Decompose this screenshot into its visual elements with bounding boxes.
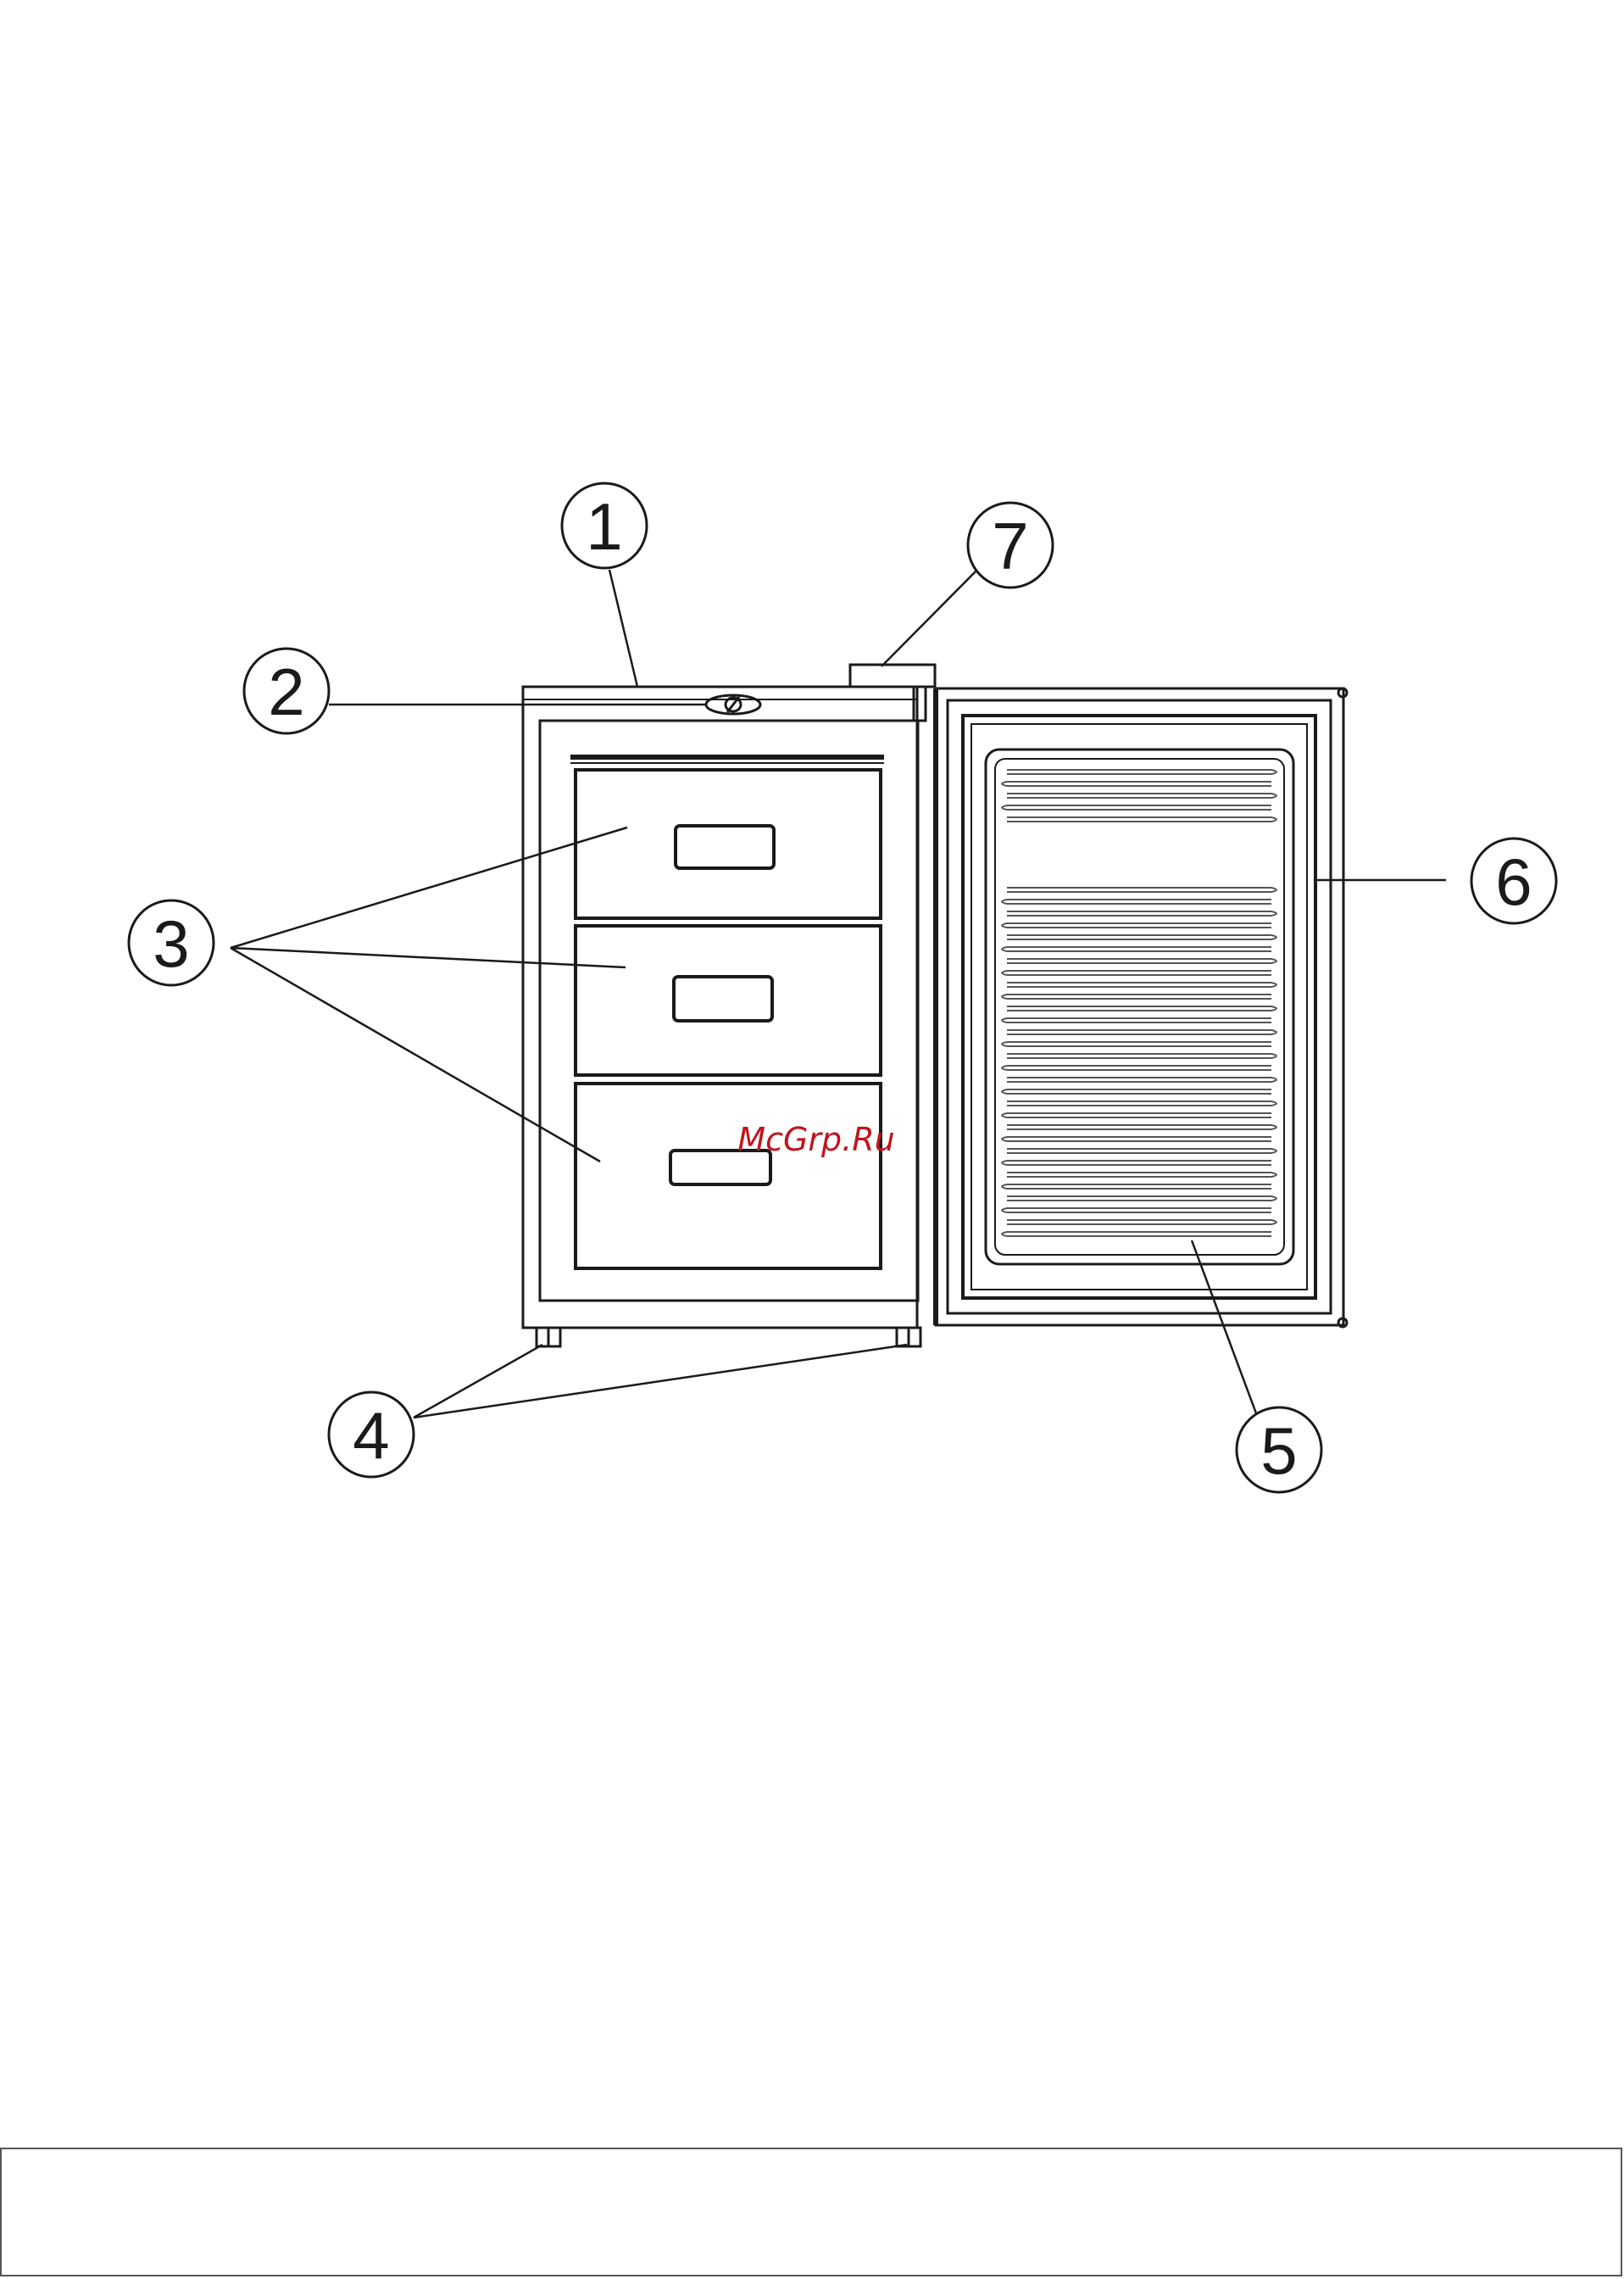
callout-1: 1 [562,483,647,568]
coil-bend [1271,1173,1276,1177]
callout-7-label: 7 [992,509,1028,583]
drawer-bottom [576,1084,881,1268]
coil-bend [1002,782,1007,786]
coil-bend [1271,1030,1276,1034]
coil-bend [1271,1054,1276,1058]
coil-bend [1002,1113,1007,1117]
leader-1 [609,570,637,687]
callout-3: 3 [129,900,214,985]
coil-bend [1002,1137,1007,1141]
coil-bend [1002,971,1007,975]
coil-bend [1271,1006,1276,1011]
coil-bend [1002,1208,1007,1212]
drawer-top [576,770,881,918]
leader-3c [231,948,600,1162]
door-hinge [850,665,935,721]
callout-1-label: 1 [586,489,622,564]
drawer-middle [576,926,881,1075]
coil-bend [1271,983,1276,987]
coil-bend [1002,1161,1007,1165]
coil-bend [1271,959,1276,963]
callout-6-label: 6 [1495,844,1532,919]
coil-bend [1002,1089,1007,1094]
coil-bend [1002,1042,1007,1046]
leader-5 [1192,1240,1256,1413]
coil-bend [1002,1066,1007,1070]
leader-7 [882,571,976,666]
leader-3a [231,827,627,948]
coil-bend [1271,1125,1276,1129]
watermark-text: McGrp.Ru [737,1121,894,1158]
leader-3b [231,948,626,967]
freezer-cabinet [523,687,918,1328]
adjustable-feet [537,1328,920,1346]
control-knob [706,695,760,714]
coil-bend [1271,911,1276,916]
coil-bend [1002,947,1007,951]
callout-4: 4 [329,1392,414,1477]
coil-bend [1002,1232,1007,1236]
callout-3-label: 3 [153,906,189,981]
callout-2: 2 [244,649,329,733]
callout-7: 7 [968,503,1053,588]
leader-4b [414,1345,907,1418]
coil-bend [1271,1149,1276,1153]
coil-bend [1271,888,1276,892]
coil-bend [1002,900,1007,904]
coil-bend [1002,805,1007,810]
callout-4-label: 4 [353,1398,389,1473]
coil-bend [1271,1196,1276,1201]
callout-5-label: 5 [1260,1413,1297,1488]
coil-bend [1271,1101,1276,1106]
callout-5: 5 [1237,1407,1321,1492]
coil-bend [1271,935,1276,939]
leader-4a [414,1345,542,1418]
evaporator-coil [986,749,1293,1264]
coil-bend [1002,1018,1007,1022]
footer-box [0,2148,1622,2276]
coil-bend [1002,923,1007,928]
coil-bend [1271,794,1276,798]
callout-2-label: 2 [268,655,304,729]
coil-bend [1271,817,1276,822]
coil-bend [1002,1184,1007,1189]
coil-bend [1271,1078,1276,1082]
coil-bend [1271,1220,1276,1224]
callout-6: 6 [1471,839,1556,923]
coil-bend [1271,770,1276,774]
coil-bend [1002,995,1007,999]
